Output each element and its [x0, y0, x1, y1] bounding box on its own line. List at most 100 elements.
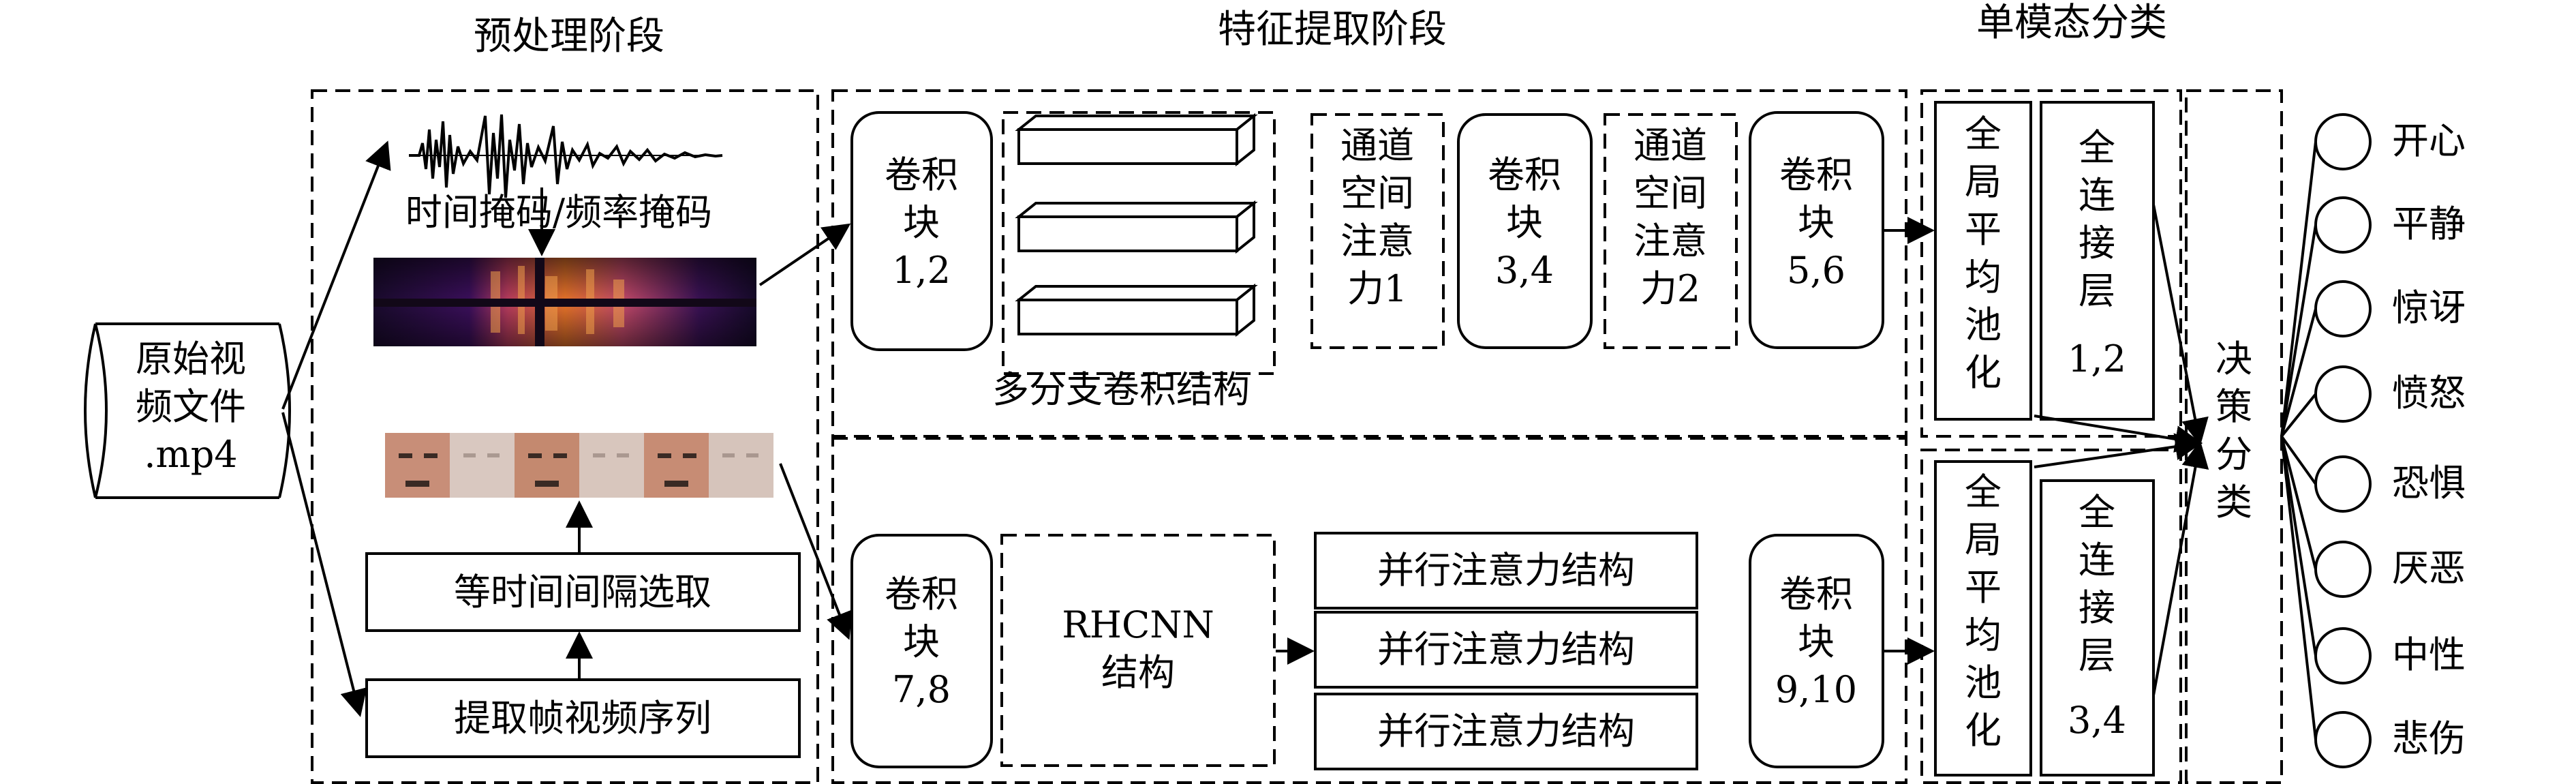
arrow-video-fc-to-decision	[2152, 440, 2209, 696]
attn2-line-4: 力2	[1640, 267, 1700, 310]
prism-3	[1015, 283, 1258, 337]
attn2-line-1: 通道	[1634, 124, 1707, 167]
audio-gap-char-5: 池	[1965, 303, 2002, 346]
video-gap-char-3: 平	[1965, 566, 2002, 609]
conv12-box	[850, 111, 993, 351]
audio-gap-char-1: 全	[1965, 112, 2002, 155]
audio-gap-char-2: 局	[1965, 160, 2002, 203]
audio-gap-box	[1934, 101, 2032, 421]
line-decision-to-emotion-2	[2280, 224, 2317, 437]
video-gap-char-5: 池	[1965, 661, 2002, 704]
audio-fc-char-2: 连	[2079, 174, 2115, 217]
rhcnn-line-1: RHCNN	[1062, 603, 1214, 646]
audio-feature-region	[831, 89, 1907, 438]
video-feature-region	[831, 437, 1907, 784]
line-decision-to-emotion-8	[2280, 436, 2317, 740]
emotion-node-1	[2314, 113, 2372, 170]
multibranch-group	[1002, 111, 1276, 375]
parallel-attn-label-1: 并行注意力结构	[1377, 549, 1635, 592]
multibranch-label: 多分支卷积结构	[992, 368, 1250, 411]
arrow-video-gap-to-decision	[2034, 433, 2203, 468]
video-gap-char-2: 局	[1965, 518, 2002, 561]
prism-2	[1015, 200, 1258, 254]
parallel-attn-box-3	[1314, 693, 1698, 770]
attn1-line-1: 通道	[1340, 124, 1414, 167]
emotion-label-2: 平静	[2392, 202, 2466, 245]
emotion-node-5	[2314, 455, 2372, 513]
arrow-audio-fc-to-decision	[2152, 204, 2209, 446]
attn1-box	[1310, 113, 1445, 349]
audio-fc-char-5: 1,2	[2068, 337, 2126, 380]
audio-fc-char-3: 接	[2079, 222, 2115, 265]
conv12-line-3: 1,2	[892, 249, 951, 292]
attn1-line-2: 空间	[1340, 172, 1414, 215]
waveform-image	[409, 114, 723, 198]
attn2-line-3: 注意	[1634, 220, 1707, 262]
input-file-cylinder	[84, 322, 291, 499]
connectors	[281, 140, 2317, 740]
audio-fc-char-1: 全	[2079, 126, 2115, 169]
conv78-line-2: 块	[903, 620, 940, 663]
emotion-node-7	[2314, 627, 2372, 684]
rhcnn-box	[1000, 534, 1276, 767]
conv34-line-1: 卷积	[1488, 153, 1561, 196]
emotion-label-3: 惊讶	[2392, 286, 2466, 329]
parallel-attn-box-2	[1314, 611, 1698, 689]
audio-gap-char-3: 平	[1965, 208, 2002, 251]
video-fc-char-4: 层	[2079, 634, 2115, 677]
parallel-attn-box-1	[1314, 532, 1698, 609]
video-fc-char-2: 连	[2079, 539, 2115, 582]
input-line-1: 原始视	[136, 337, 246, 380]
parallel-attn-label-2: 并行注意力结构	[1377, 628, 1635, 671]
emotion-label-6: 厌恶	[2392, 547, 2466, 590]
emotion-node-4	[2314, 365, 2372, 423]
video-fc-char-3: 接	[2079, 586, 2115, 629]
conv12-line-1: 卷积	[885, 153, 958, 196]
decision-char-2: 策	[2215, 385, 2252, 428]
audio-fc-box	[2040, 101, 2155, 421]
select-box	[365, 552, 801, 632]
audio-fc-char-4: 层	[2079, 269, 2115, 312]
conv910-line-1: 卷积	[1779, 573, 1853, 616]
line-decision-to-emotion-4	[2280, 393, 2317, 438]
multibranch-prisms	[1015, 112, 1258, 337]
arrow-faces-to-conv78	[779, 463, 853, 640]
conv56-line-3: 5,6	[1787, 249, 1845, 292]
video-gap-char-4: 均	[1965, 614, 2002, 657]
line-decision-to-emotion-3	[2280, 308, 2317, 437]
select-label: 等时间间隔选取	[454, 571, 711, 614]
stage-title-preprocess: 预处理阶段	[474, 14, 664, 59]
emotion-label-5: 恐惧	[2392, 462, 2466, 504]
emotion-node-2	[2314, 196, 2372, 254]
emotion-label-7: 中性	[2392, 633, 2466, 676]
emotion-node-3	[2314, 280, 2372, 337]
line-decision-to-emotion-7	[2280, 436, 2317, 657]
attn1-line-4: 力1	[1347, 267, 1407, 310]
prism-1	[1015, 112, 1258, 167]
attn2-box	[1604, 113, 1738, 349]
emotion-label-8: 悲伤	[2392, 717, 2466, 760]
conv34-box	[1457, 113, 1593, 349]
conv56-box	[1749, 111, 1884, 349]
conv56-line-1: 卷积	[1779, 153, 1853, 196]
conv910-line-2: 块	[1798, 620, 1835, 663]
video-gap-box	[1934, 460, 2032, 777]
attn2-line-2: 空间	[1634, 172, 1707, 215]
conv910-line-3: 9,10	[1775, 668, 1857, 711]
video-fc-box	[2040, 479, 2155, 777]
input-line-2: 频文件	[136, 385, 246, 428]
video-gap-char-6: 化	[1965, 709, 2002, 752]
emotion-nodes	[2314, 113, 2372, 768]
video-fc-char-5: 3,4	[2068, 699, 2126, 742]
audio-classifier-region	[1920, 89, 2182, 438]
conv34-line-2: 块	[1506, 201, 1543, 244]
emotion-label-1: 开心	[2392, 119, 2466, 162]
video-fc-char-1: 全	[2079, 491, 2115, 534]
face-frames-image	[385, 433, 773, 498]
emotion-node-6	[2314, 541, 2372, 598]
decision-char-1: 决	[2215, 337, 2252, 380]
decision-char-4: 类	[2215, 481, 2252, 524]
conv910-box	[1749, 534, 1884, 768]
decision-char-3: 分	[2215, 433, 2252, 476]
